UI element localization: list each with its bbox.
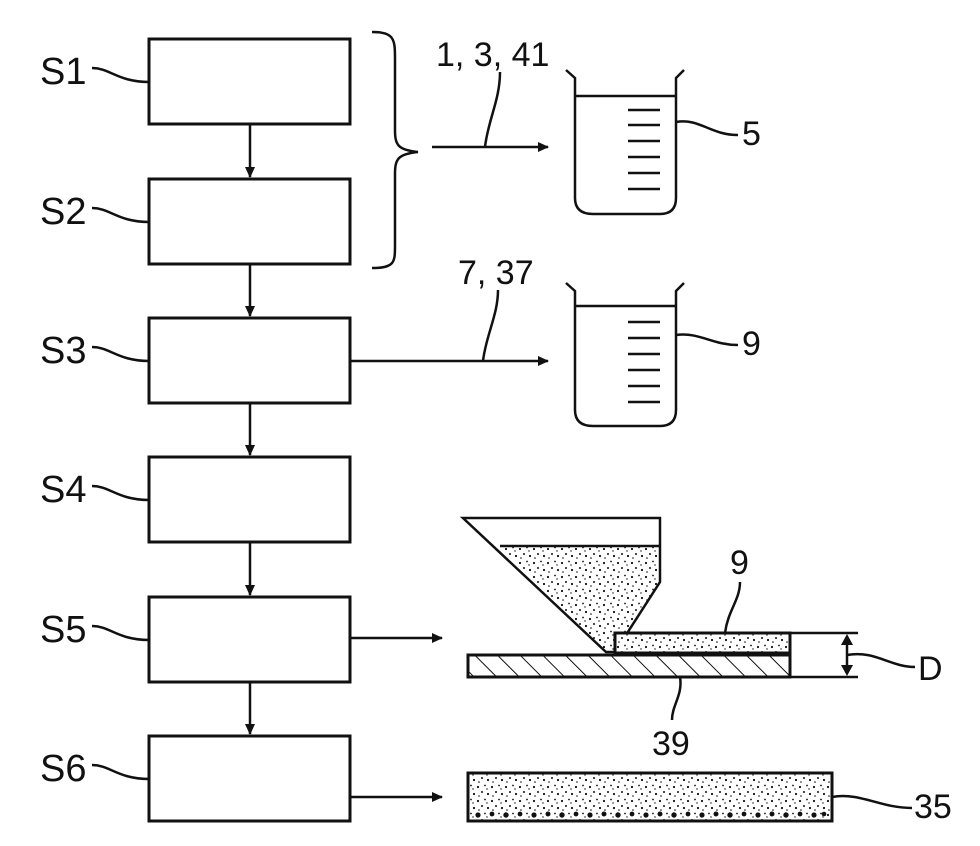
step-label-s4: S4 [40,469,86,511]
step-label-s3: S3 [40,330,86,372]
beaker-top [566,70,684,214]
label-beaker-top: 5 [742,115,761,153]
step-label-s1: S1 [40,51,86,93]
label-substrate: 39 [652,725,690,763]
leader-substrate [672,677,681,720]
leader-s4 [92,486,149,500]
step-box-s5 [149,597,350,682]
step-box-s3 [149,318,350,403]
step-label-s2: S2 [40,191,86,233]
step-box-s2 [149,179,350,264]
step-box-s4 [149,457,350,542]
leader-s1 [92,68,149,82]
leader-s6 [92,765,149,779]
leader-slurry-layer [725,582,740,633]
leader-s2 [92,208,149,222]
leader-s5 [92,626,149,640]
leader-beaker-top [676,121,738,135]
leader-inputs-mid [483,290,498,361]
step-label-s5: S5 [40,609,86,651]
substrate [468,655,790,677]
step-box-s1 [149,39,350,124]
slurry-layer [615,633,790,653]
curly-brace [372,32,418,268]
beaker-mid [566,283,684,426]
leader-beaker-mid [676,335,738,345]
step-label-s6: S6 [40,748,86,790]
label-beaker-mid: 9 [742,325,761,363]
leader-product [832,796,912,808]
label-inputs-top: 1, 3, 41 [436,36,549,74]
final-product [468,773,832,821]
label-thickness: D [918,650,943,688]
leader-inputs-top [485,72,500,147]
step-box-s6 [149,736,350,821]
leader-thickness [847,654,915,667]
label-inputs-mid: 7, 37 [458,254,534,292]
label-slurry-layer: 9 [730,544,749,582]
label-product: 35 [914,788,952,826]
leader-s3 [92,347,149,361]
